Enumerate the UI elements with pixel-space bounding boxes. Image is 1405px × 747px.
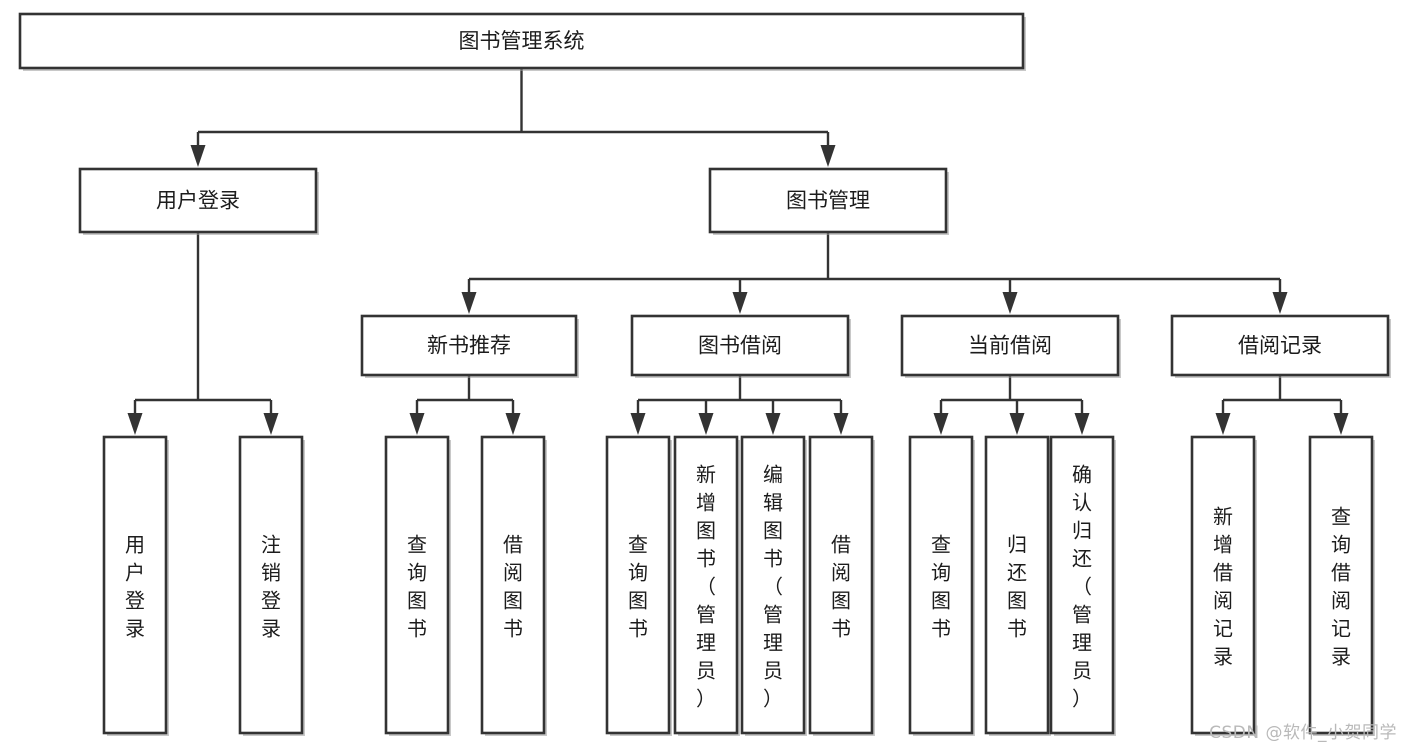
node-label: 查询借阅记录 [1331,504,1351,668]
node-leaf-bw-borrow[interactable]: 借阅图书 [808,435,875,736]
arrow-head [190,145,206,167]
arrow-head [1215,413,1231,435]
node-leaf-nb-query[interactable]: 查询图书 [384,435,451,736]
node-newbook[interactable]: 新书推荐 [360,314,579,378]
node-box [18,12,1025,70]
node-login[interactable]: 用户登录 [78,167,319,235]
arrow-head [461,292,477,314]
node-leaf-cu-return[interactable]: 归还图书 [984,435,1051,736]
node-label: 查询图书 [628,532,648,640]
arrow-head [1333,413,1349,435]
node-label: 当前借阅 [968,334,1052,358]
node-root[interactable]: 图书管理系统 [18,12,1026,71]
arrow-head [1074,413,1090,435]
node-box [808,435,874,735]
node-bookmgr[interactable]: 图书管理 [708,167,949,235]
node-label: 查询图书 [931,532,951,640]
node-label: 查询图书 [407,532,427,640]
node-leaf-nb-borrow[interactable]: 借阅图书 [480,435,547,736]
arrow-head [833,413,849,435]
node-leaf-bw-query[interactable]: 查询图书 [605,435,672,736]
node-box [480,435,546,735]
node-box [360,314,578,377]
arrow-head [820,145,836,167]
arrow-head [630,413,646,435]
node-box [1049,435,1115,735]
edge-group-bookmgr [461,232,1288,314]
arrow-head [1002,292,1018,314]
node-box [238,435,304,735]
arrow-head [1272,292,1288,314]
node-leaf-bw-edit[interactable]: 编辑图书（管理员） [740,435,807,736]
nodes-layer: 图书管理系统用户登录图书管理新书推荐图书借阅当前借阅借阅记录用户登录注销登录查询… [18,12,1391,736]
edge-group-root [190,68,836,167]
node-label: 借阅记录 [1238,334,1322,358]
node-borrow[interactable]: 图书借阅 [630,314,851,378]
arrow-head [127,413,143,435]
edge-group-borrow [630,375,849,435]
arrow-head [505,413,521,435]
node-current[interactable]: 当前借阅 [900,314,1121,378]
node-leaf-bw-add[interactable]: 新增图书（管理员） [673,435,740,736]
node-box [708,167,948,234]
node-label: 用户登录 [156,189,240,213]
node-box [908,435,974,735]
arrow-head [409,413,425,435]
arrow-head [933,413,949,435]
node-box [984,435,1050,735]
edge-group-newbook [409,375,521,435]
node-leaf-user-logout[interactable]: 注销登录 [238,435,305,736]
node-label: 图书借阅 [698,334,782,358]
node-label: 新增图书（管理员） [696,462,716,710]
node-box [740,435,806,735]
node-box [673,435,739,735]
node-leaf-cu-query[interactable]: 查询图书 [908,435,975,736]
arrow-head [1009,413,1025,435]
node-label: 用户登录 [125,532,145,640]
node-label: 图书管理 [786,189,870,213]
arrow-head [698,413,714,435]
node-box [384,435,450,735]
node-box [1170,314,1390,377]
node-box [900,314,1120,377]
node-box [1308,435,1374,735]
node-record[interactable]: 借阅记录 [1170,314,1391,378]
node-label: 新书推荐 [427,334,511,358]
node-leaf-cu-confirm[interactable]: 确认归还（管理员） [1049,435,1116,736]
node-box [102,435,168,735]
edge-group-login [127,232,279,435]
node-label: 编辑图书（管理员） [763,462,783,710]
node-leaf-rc-query[interactable]: 查询借阅记录 [1308,435,1375,736]
node-label: 借阅图书 [831,532,851,640]
node-leaf-user-login[interactable]: 用户登录 [102,435,169,736]
node-box [605,435,671,735]
node-box [1190,435,1256,735]
edge-group-record [1215,375,1349,435]
arrow-head [732,292,748,314]
node-box [78,167,318,234]
edges-layer [127,68,1349,435]
arrow-head [263,413,279,435]
watermark: CSDN @软件_小贺同学 [1209,723,1397,743]
node-label: 确认归还（管理员） [1072,462,1092,710]
arrow-head [765,413,781,435]
edge-group-current [933,375,1090,435]
node-box [630,314,850,377]
node-label: 归还图书 [1007,532,1027,640]
node-leaf-rc-add[interactable]: 新增借阅记录 [1190,435,1257,736]
node-label: 注销登录 [261,532,281,640]
node-label: 图书管理系统 [459,29,585,53]
node-label: 借阅图书 [503,532,523,640]
node-label: 新增借阅记录 [1213,504,1233,668]
